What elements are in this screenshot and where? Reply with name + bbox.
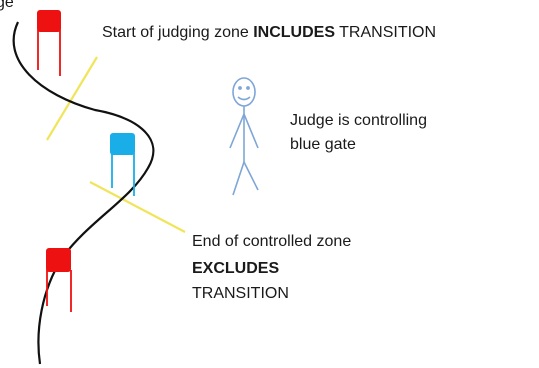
cut-off-label: ge (0, 0, 14, 11)
red-gate-top (37, 10, 61, 76)
end-zone-label-line1: End of controlled zone (192, 233, 352, 250)
end-zone-boundary-line (89, 181, 186, 233)
blue-gate (110, 133, 135, 196)
judge-arm-left (229, 113, 245, 149)
blue-gate-head (110, 133, 135, 155)
judge-leg-right (243, 161, 259, 191)
judge-mouth (237, 96, 251, 101)
start-zone-label: Start of judging zone INCLUDES TRANSITIO… (102, 23, 436, 42)
judge-eye-left (238, 86, 242, 90)
judge-label-line2: blue gate (290, 136, 356, 153)
red-gate-bottom (46, 248, 72, 312)
judge-eye-right (246, 86, 250, 90)
start-zone-label-includes: INCLUDES (253, 24, 335, 41)
end-zone-label-excludes: EXCLUDES (192, 260, 280, 277)
end-zone-label-line3: TRANSITION (192, 285, 289, 302)
red-gate-top-head (37, 10, 61, 32)
judge-stick-figure (229, 77, 259, 196)
red-gate-bottom-head (46, 248, 71, 272)
judge-leg-left (232, 161, 245, 196)
start-zone-label-suffix: TRANSITION (335, 24, 437, 41)
judge-arm-right (243, 113, 259, 149)
start-zone-label-prefix: Start of judging zone (102, 24, 254, 41)
judge-head (232, 77, 256, 107)
judge-label-line1: Judge is controlling (290, 112, 427, 129)
course-line (12, 21, 155, 365)
start-zone-boundary-line (46, 56, 98, 141)
